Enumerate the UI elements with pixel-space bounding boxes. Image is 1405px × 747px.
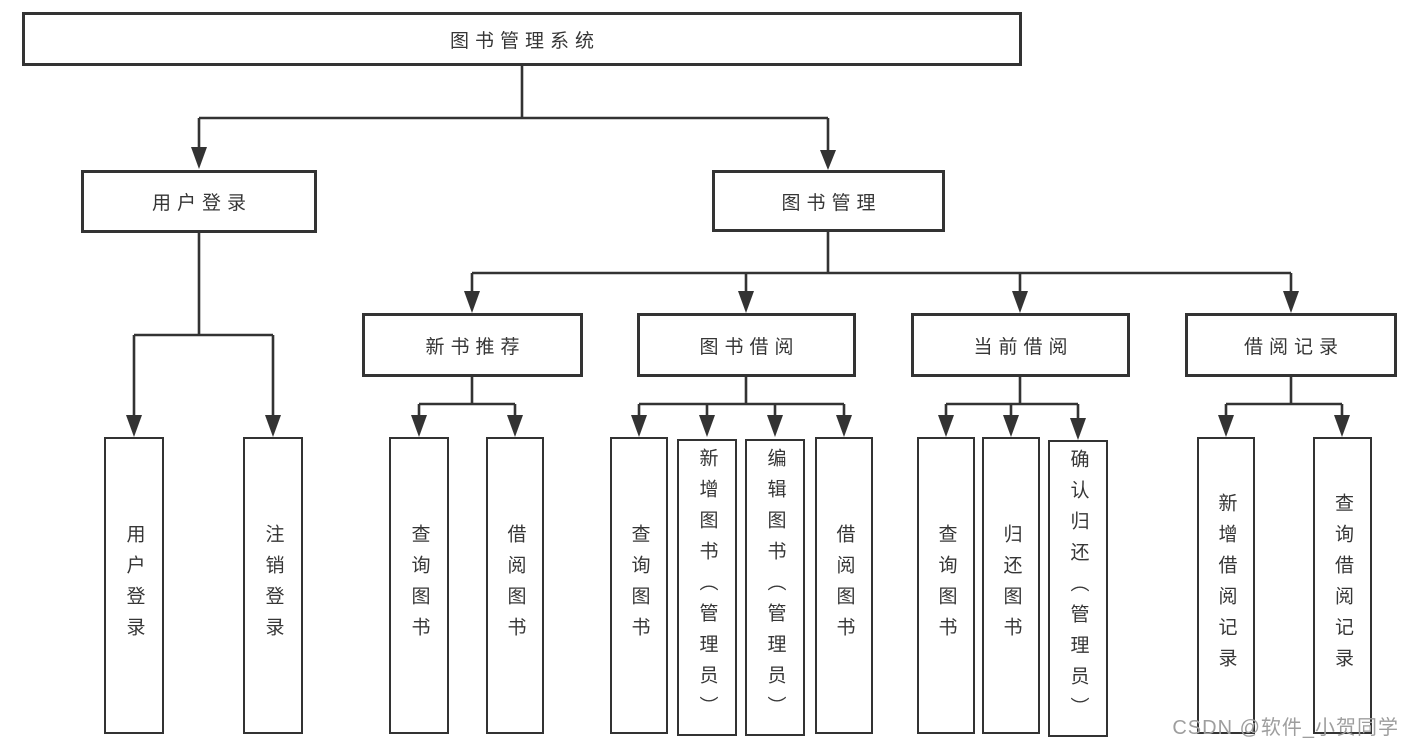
leaf-confirm-return-admin-label: 确认归还（管理员） <box>1067 449 1089 728</box>
node-user-login: 用户登录 <box>81 170 317 233</box>
node-new-book-recommend-label: 新书推荐 <box>425 336 526 358</box>
node-root-label: 图书管理系统 <box>449 30 600 52</box>
leaf-newbook-borrow-book-label: 借阅图书 <box>504 523 526 648</box>
node-book-borrow-label: 图书借阅 <box>699 336 800 358</box>
edges-current-borrow-children <box>938 377 1086 440</box>
leaf-add-book-admin: 新增图书（管理员） <box>677 439 737 736</box>
leaf-newbook-query-book-label: 查询图书 <box>408 523 430 648</box>
leaf-current-query-book-label: 查询图书 <box>935 523 957 648</box>
node-new-book-recommend: 新书推荐 <box>362 313 583 377</box>
leaf-add-book-admin-label: 新增图书（管理员） <box>696 448 718 727</box>
node-book-borrow: 图书借阅 <box>637 313 856 377</box>
node-root-system: 图书管理系统 <box>22 12 1022 66</box>
leaf-borrow-borrow-book: 借阅图书 <box>815 437 873 734</box>
leaf-newbook-borrow-book: 借阅图书 <box>486 437 544 734</box>
leaf-newbook-query-book: 查询图书 <box>389 437 449 734</box>
leaf-add-borrow-record: 新增借阅记录 <box>1197 437 1255 734</box>
node-borrow-record-label: 借阅记录 <box>1243 336 1344 358</box>
leaf-borrow-query-book-label: 查询图书 <box>628 523 650 648</box>
leaf-query-borrow-record: 查询借阅记录 <box>1313 437 1372 734</box>
leaf-borrow-borrow-book-label: 借阅图书 <box>833 523 855 648</box>
edges-borrow-record-children <box>1218 377 1350 437</box>
node-book-management: 图书管理 <box>712 170 945 232</box>
leaf-edit-book-admin-label: 编辑图书（管理员） <box>764 448 786 727</box>
leaf-borrow-query-book: 查询图书 <box>610 437 668 734</box>
leaf-user-login-label: 用户登录 <box>123 523 145 648</box>
leaf-add-borrow-record-label: 新增借阅记录 <box>1215 492 1237 679</box>
leaf-confirm-return-admin: 确认归还（管理员） <box>1048 440 1108 737</box>
node-current-borrow-label: 当前借阅 <box>973 336 1074 358</box>
node-book-management-label: 图书管理 <box>781 192 882 214</box>
edges-new-book-children <box>411 377 523 437</box>
edges-root-to-level2 <box>191 66 836 170</box>
leaf-user-login: 用户登录 <box>104 437 164 734</box>
edges-user-login-children <box>126 233 281 437</box>
leaf-edit-book-admin: 编辑图书（管理员） <box>745 439 805 736</box>
edges-book-management-children <box>464 232 1299 313</box>
csdn-watermark: CSDN @软件_小贺同学 <box>1172 717 1399 739</box>
leaf-return-book-label: 归还图书 <box>1000 523 1022 648</box>
leaf-return-book: 归还图书 <box>982 437 1040 734</box>
node-user-login-label: 用户登录 <box>151 193 252 214</box>
leaf-logout-label: 注销登录 <box>262 523 284 648</box>
leaf-logout: 注销登录 <box>243 437 303 734</box>
leaf-query-borrow-record-label: 查询借阅记录 <box>1332 492 1353 679</box>
node-borrow-record: 借阅记录 <box>1185 313 1397 377</box>
edges-book-borrow-children <box>631 377 852 437</box>
node-current-borrow: 当前借阅 <box>911 313 1130 377</box>
leaf-current-query-book: 查询图书 <box>917 437 975 734</box>
